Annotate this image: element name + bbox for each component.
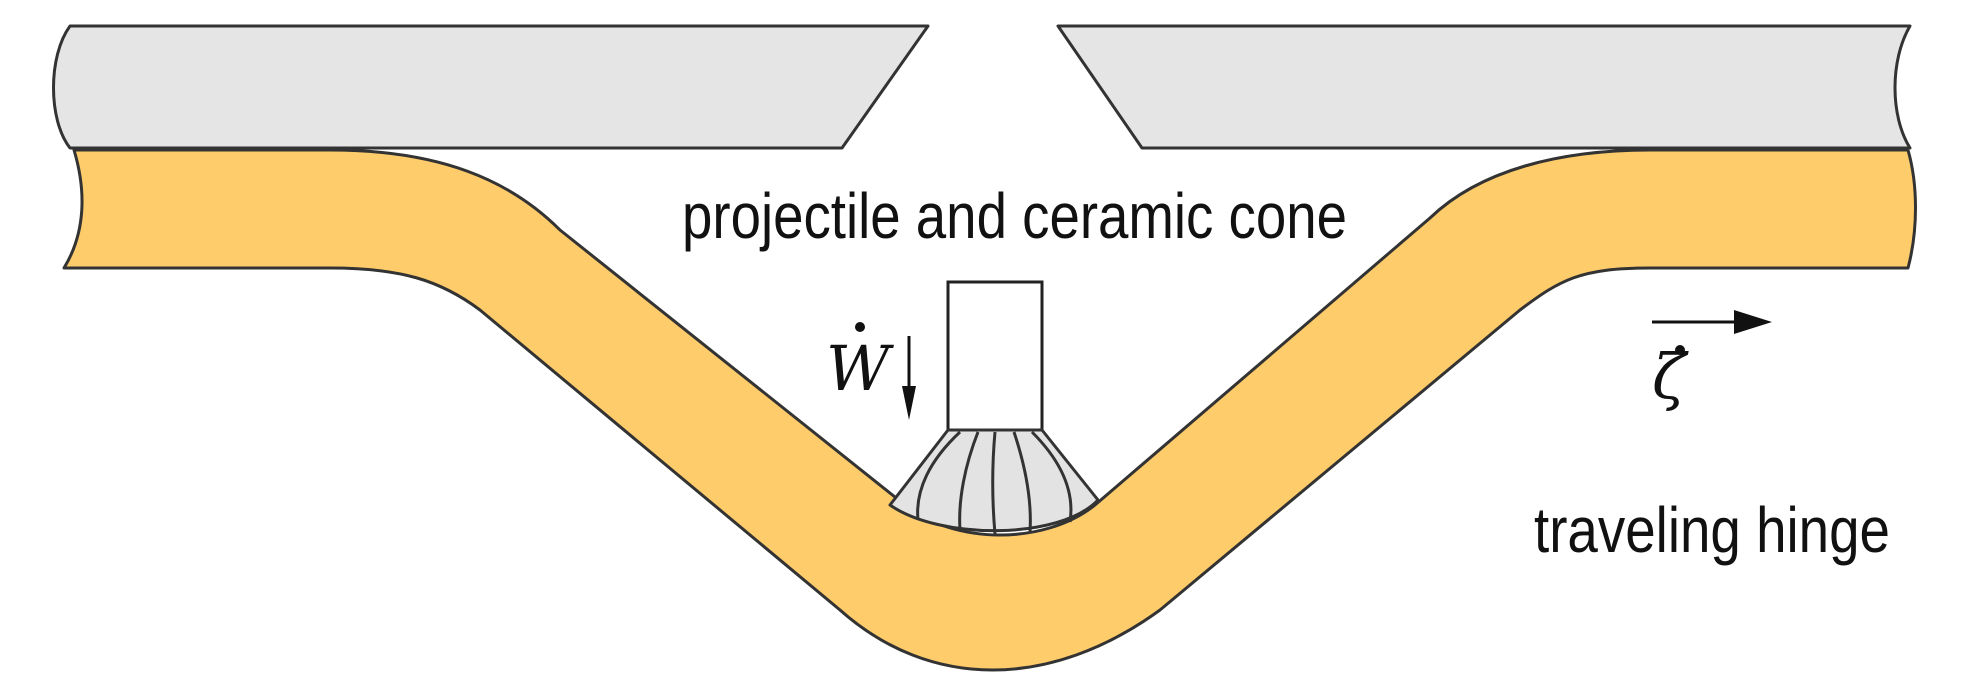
hinge-speed-dot (1675, 345, 1685, 355)
deflection-rate-dot (855, 322, 865, 332)
ceramic-tile-right (1056, 24, 1912, 150)
deflection-rate-arrow (902, 336, 916, 420)
projectile-label: projectile and ceramic cone (682, 180, 1347, 252)
hinge-label: traveling hinge (1534, 494, 1890, 566)
ceramic-tile-left (52, 24, 930, 150)
hinge-speed-arrow (1652, 310, 1772, 334)
ceramic-cone-fracture-lines (916, 430, 1073, 535)
hinge-speed-symbol: ζ (1652, 340, 1689, 413)
deflection-rate-symbol: W (826, 332, 894, 405)
projectile (946, 280, 1044, 432)
